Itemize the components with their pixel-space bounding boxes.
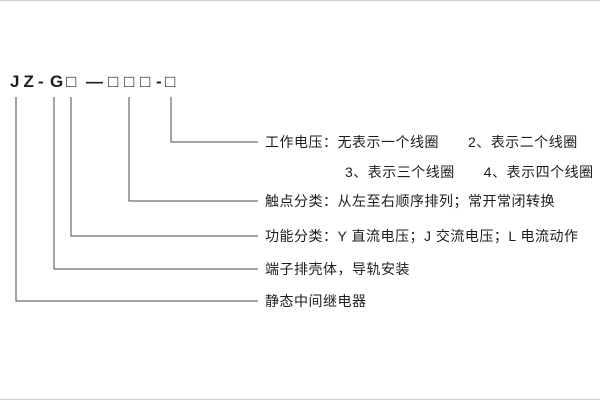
model-code-box-contact-1: □: [108, 72, 121, 91]
model-code-box-function: □: [66, 72, 79, 91]
connector-relay-type: [15, 97, 258, 302]
label-housing: 端子排壳体，导轨安装: [265, 261, 410, 277]
model-code-g: G: [50, 72, 68, 91]
connector-housing: [53, 97, 258, 270]
model-code-em-dash: —: [86, 72, 107, 91]
connector-function-classification: [70, 97, 258, 237]
model-code-prefix: JZ: [10, 72, 38, 91]
model-code-dash-2: -: [156, 72, 166, 91]
model-code-box-contact-2: □: [124, 72, 137, 91]
connector-contact-classification: [128, 97, 258, 202]
model-code-box-contact-3: □: [140, 72, 153, 91]
label-relay-type: 静态中间继电器: [265, 293, 367, 309]
label-function-classification: 功能分类：Y 直流电压；J 交流电压；L 电流动作: [265, 228, 579, 244]
model-code-box-voltage: □: [165, 72, 178, 91]
model-code-dash: -: [38, 72, 48, 91]
label-working-voltage-line1: 工作电压：无表示一个线圈 2、表示二个线圈: [265, 134, 578, 150]
label-contact-classification: 触点分类：从左至右顺序排列；常开常闭转换: [265, 193, 555, 209]
label-working-voltage-line2: 3、表示三个线圈 4、表示四个线圈: [345, 164, 594, 180]
connector-working-voltage: [170, 97, 258, 143]
